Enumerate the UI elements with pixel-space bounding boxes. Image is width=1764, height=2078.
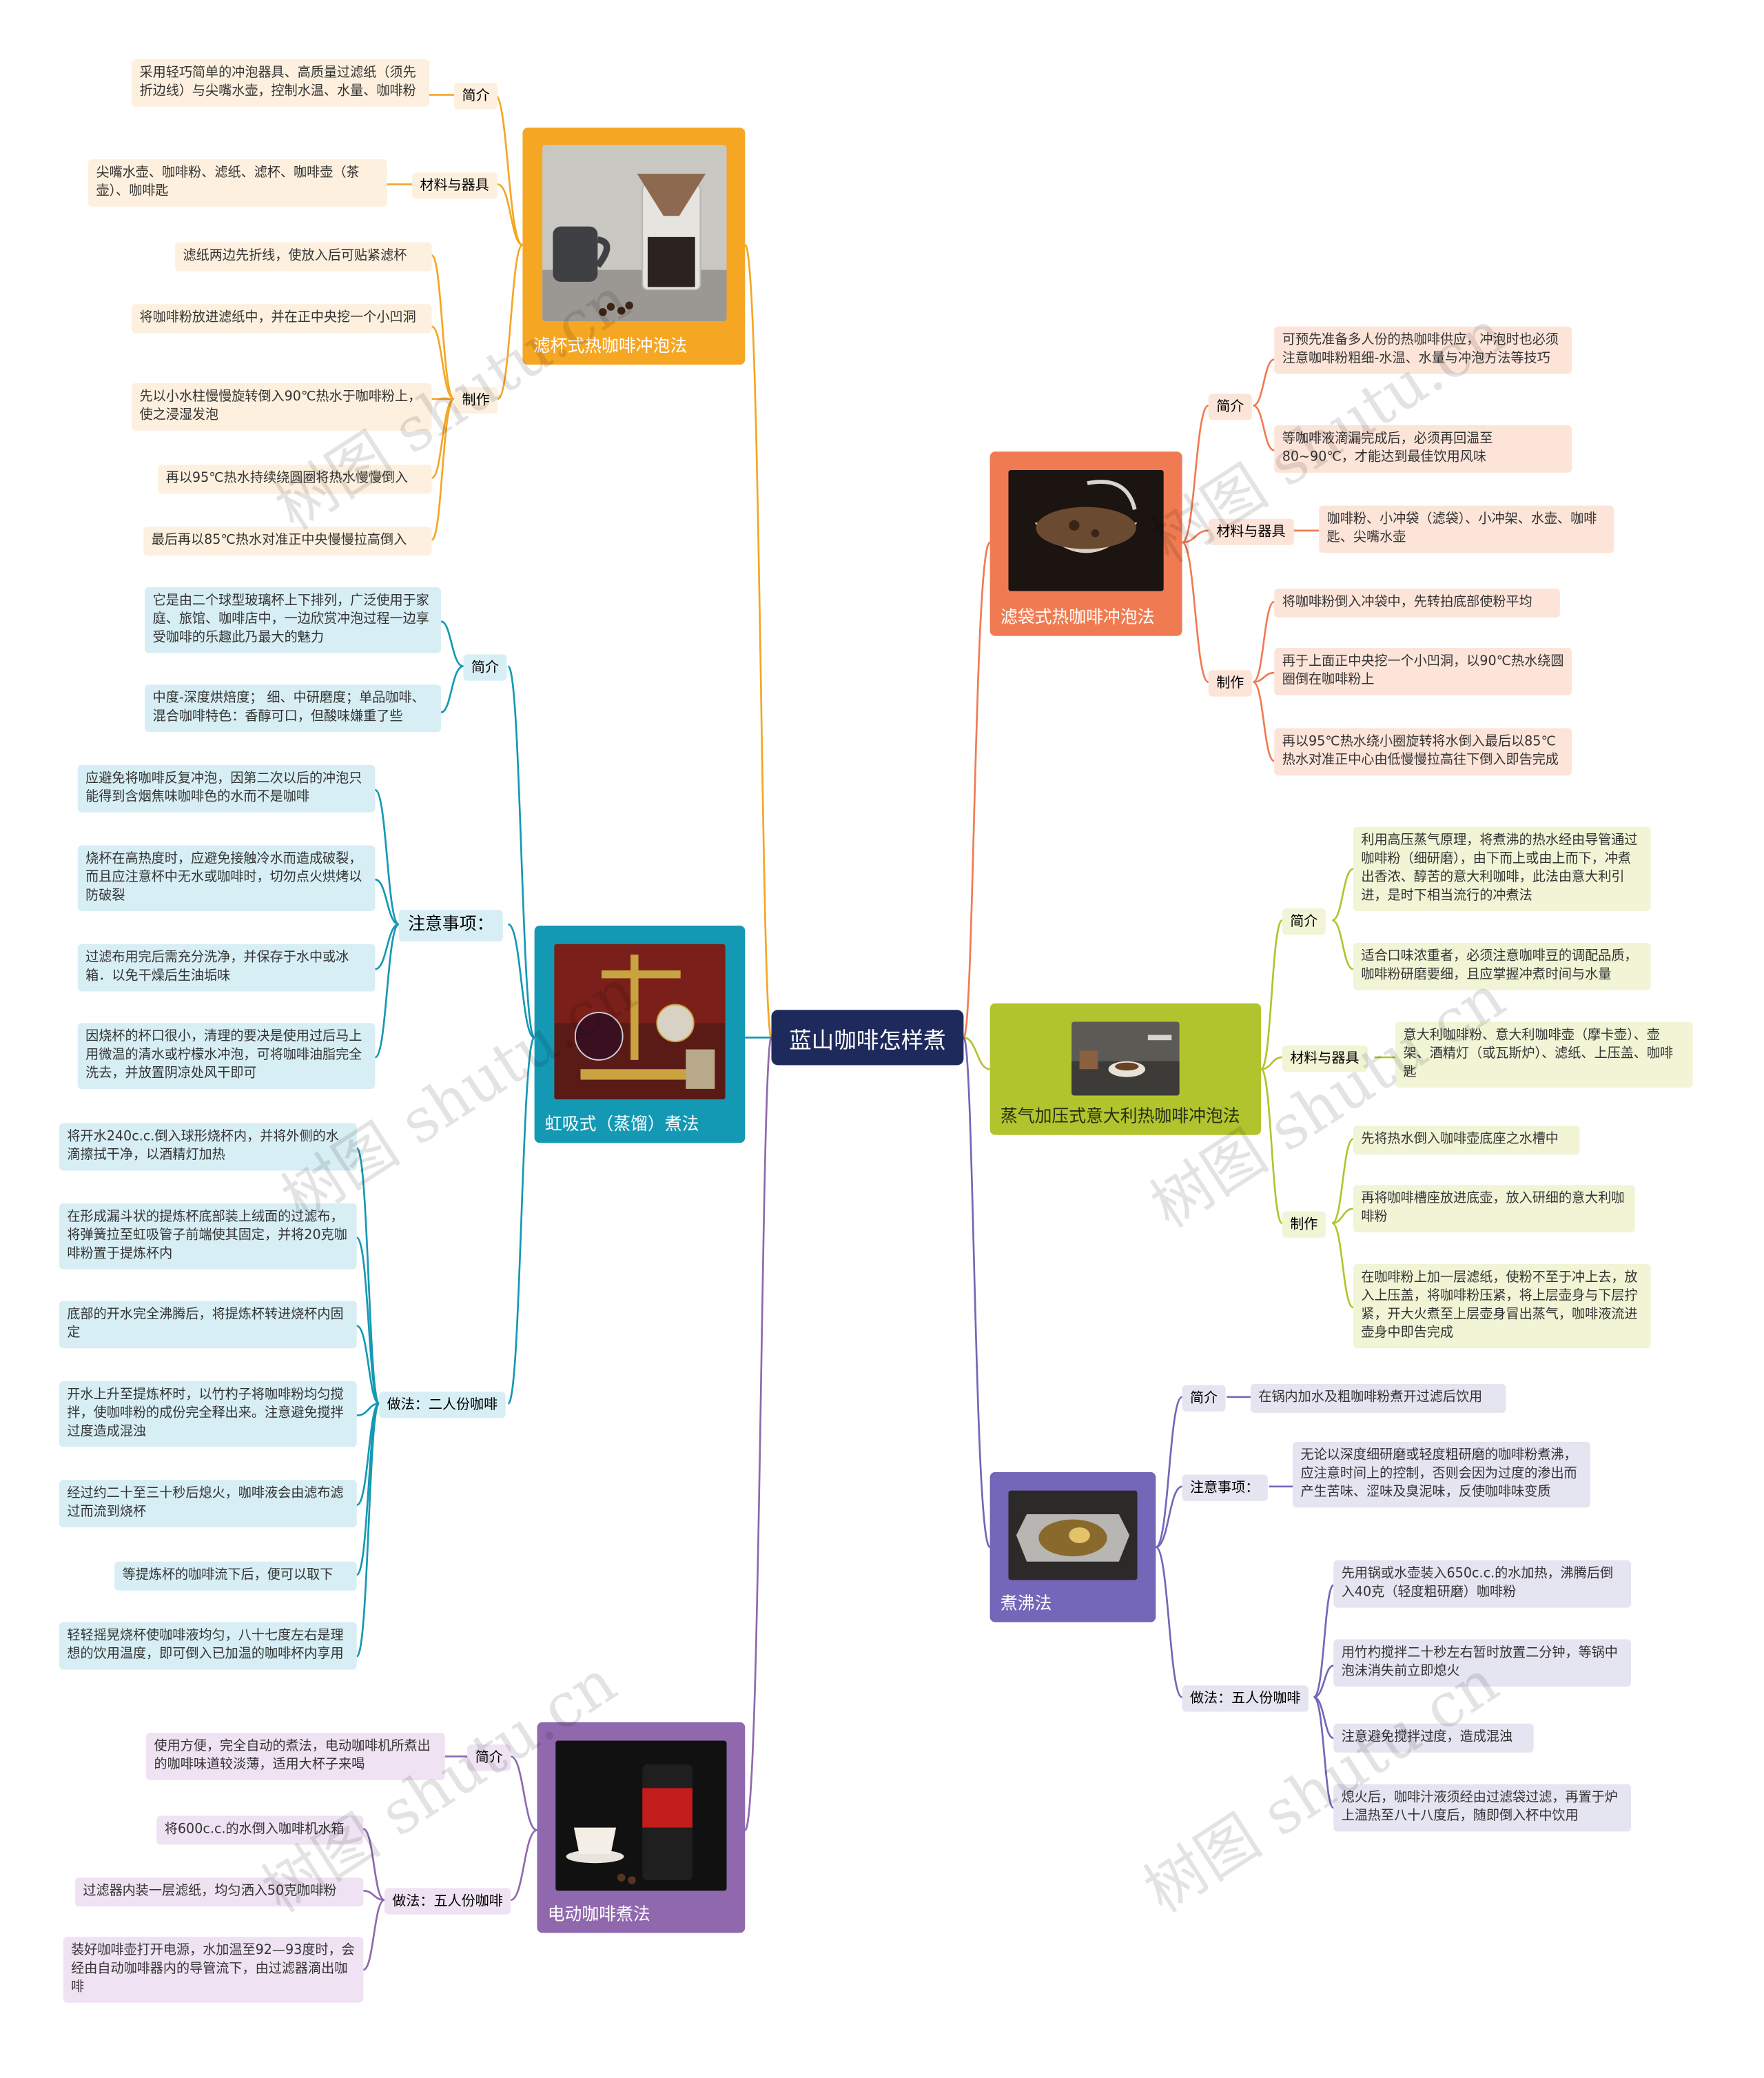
step-item: 先以小水柱慢慢旋转倒入90℃热水于咖啡粉上，使之浸湿发泡 bbox=[132, 383, 432, 431]
step-item: 将600c.c.的水倒入咖啡机水箱 bbox=[156, 1815, 364, 1845]
cat-steps[interactable]: 制作 bbox=[454, 387, 498, 414]
cat-notes[interactable]: 注意事项： bbox=[398, 910, 503, 941]
cat-intro[interactable]: 简介 bbox=[1208, 394, 1252, 420]
step-item: 先将热水倒入咖啡壶底座之水槽中 bbox=[1353, 1125, 1580, 1155]
branch-title: 滤袋式热咖啡冲泡法 bbox=[1000, 608, 1155, 629]
step-item: 轻轻摇晃烧杯使咖啡液均匀，八十七度左右是理想的饮用温度，即可倒入已加温的咖啡杯内… bbox=[59, 1622, 357, 1670]
intro-text: 它是由二个球型玻璃杯上下排列，广泛使用于家庭、旅馆、咖啡店中，一边欣赏冲泡过程一… bbox=[145, 587, 441, 653]
pour-over-coffee-photo bbox=[542, 145, 726, 322]
intro-text: 在锅内加水及粗咖啡粉煮开过滤后饮用 bbox=[1250, 1383, 1506, 1413]
intro-text: 利用高压蒸气原理，将煮沸的热水经由导管通过咖啡粉（细研磨），由下而上或由上而下，… bbox=[1353, 826, 1651, 911]
branch-espresso[interactable]: 蒸气加压式意大利热咖啡冲泡法 bbox=[989, 1003, 1262, 1135]
materials-text: 意大利咖啡粉、意大利咖啡壶（摩卡壶）、壶架、酒精灯（或瓦斯炉）、滤纸、上压盖、咖… bbox=[1395, 1021, 1693, 1088]
step-item: 再以95℃热水绕小圈旋转将水倒入最后以85℃热水对准正中心由低慢慢拉高往下倒入即… bbox=[1274, 728, 1572, 776]
note-item: 烧杯在高热度时，应避免接触冷水而造成破裂，而且应注意杯中无水或咖啡时，切勿点火烘… bbox=[77, 845, 376, 911]
branch-title: 滤杯式热咖啡冲泡法 bbox=[533, 337, 688, 357]
cat-steps[interactable]: 做法：五人份咖啡 bbox=[384, 1888, 511, 1915]
boiling-coffee-pot-photo bbox=[1008, 1490, 1138, 1580]
cat-steps[interactable]: 制作 bbox=[1282, 1211, 1326, 1238]
root-topic[interactable]: 蓝山咖啡怎样煮 bbox=[771, 1010, 964, 1066]
branch-title: 虹吸式（蒸馏）煮法 bbox=[544, 1115, 699, 1135]
step-item: 将开水240c.c.倒入球形烧杯内，并将外侧的水滴擦拭干净，以酒精灯加热 bbox=[59, 1123, 357, 1171]
cat-intro[interactable]: 简介 bbox=[463, 654, 507, 681]
note-item: 无论以深度细研磨或轻度粗研磨的咖啡粉煮沸，应注意时间上的控制，否则会因为过度的渗… bbox=[1293, 1441, 1590, 1508]
step-item: 注意避免搅拌过度，造成混浊 bbox=[1333, 1723, 1534, 1753]
step-item: 底部的开水完全沸腾后，将提炼杯转进烧杯内固定 bbox=[59, 1301, 357, 1349]
step-item: 熄火后，咖啡汁液须经由过滤袋过滤，再置于炉上温热至八十八度后，随即倒入杯中饮用 bbox=[1333, 1784, 1631, 1832]
note-item: 应避免将咖啡反复冲泡，因第二次以后的冲泡只能得到含烟焦味咖啡色的水而不是咖啡 bbox=[77, 764, 376, 813]
electric-coffee-grinder-photo bbox=[555, 1740, 727, 1891]
cat-steps[interactable]: 做法：二人份咖啡 bbox=[379, 1392, 506, 1418]
materials-text: 咖啡粉、小冲袋（滤袋）、小冲架、水壶、咖啡匙、尖嘴水壶 bbox=[1319, 505, 1614, 553]
espresso-coffee-photo bbox=[1071, 1021, 1180, 1096]
note-item: 过滤布用完后需充分洗净，并保存于水中或冰箱．以免干燥后生油垢味 bbox=[77, 944, 376, 992]
intro-text: 采用轻巧简单的冲泡器具、高质量过滤纸（须先折边线）与尖嘴水壶，控制水温、水量、咖… bbox=[132, 59, 429, 107]
step-item: 再于上面正中央挖一个小凹洞，以90℃热水绕圆圈倒在咖啡粉上 bbox=[1274, 647, 1572, 695]
intro-text: 中度-深度烘焙度； 细、中研磨度；单品咖啡、混合咖啡特色：香醇可口，但酸味嫌重了… bbox=[145, 684, 441, 733]
step-item: 在形成漏斗状的提炼杯底部装上绒面的过滤布，将弹簧拉至虹吸管子前端使其固定，并将2… bbox=[59, 1203, 357, 1270]
step-item: 用竹杓搅拌二十秒左右暂时放置二分钟，等锅中泡沫消失前立即熄火 bbox=[1333, 1639, 1631, 1687]
cat-intro[interactable]: 简介 bbox=[454, 83, 498, 110]
branch-siphon[interactable]: 虹吸式（蒸馏）煮法 bbox=[534, 926, 746, 1143]
branch-boiling[interactable]: 煮沸法 bbox=[989, 1471, 1156, 1622]
step-item: 经过约二十至三十秒后熄火，咖啡液会由滤布滤过而流到烧杯 bbox=[59, 1480, 357, 1528]
cat-intro[interactable]: 简介 bbox=[467, 1744, 511, 1771]
step-item: 再将咖啡槽座放进底壶，放入研细的意大利咖啡粉 bbox=[1353, 1185, 1635, 1233]
step-item: 滤纸两边先折线，使放入后可贴紧滤杯 bbox=[175, 242, 432, 272]
branch-title: 蒸气加压式意大利热咖啡冲泡法 bbox=[1000, 1107, 1240, 1128]
step-item: 再以95℃热水持续绕圆圈将热水慢慢倒入 bbox=[158, 465, 432, 494]
branch-electric[interactable]: 电动咖啡煮法 bbox=[537, 1722, 746, 1933]
cat-intro[interactable]: 简介 bbox=[1282, 908, 1326, 935]
cat-notes[interactable]: 注意事项： bbox=[1182, 1474, 1267, 1501]
branch-title: 煮沸法 bbox=[1000, 1594, 1052, 1615]
intro-text: 可预先准备多人份的热咖啡供应，冲泡时也必须注意咖啡粉粗细-水温、水量与冲泡方法等… bbox=[1274, 326, 1572, 374]
step-item: 装好咖啡壶打开电源，水加温至92—93度时，会经由自动咖啡器内的导管流下，由过滤… bbox=[63, 1937, 364, 2003]
cat-materials[interactable]: 材料与器具 bbox=[411, 172, 498, 199]
cat-materials[interactable]: 材料与器具 bbox=[1208, 518, 1293, 545]
branch-title: 电动咖啡煮法 bbox=[547, 1905, 650, 1926]
step-item: 等提炼杯的咖啡流下后，便可以取下 bbox=[114, 1561, 357, 1591]
branch-filter-bag[interactable]: 滤袋式热咖啡冲泡法 bbox=[989, 451, 1182, 636]
step-item: 将咖啡粉倒入冲袋中，先转拍底部使粉平均 bbox=[1274, 588, 1560, 618]
siphon-coffee-maker-photo bbox=[554, 944, 726, 1100]
filter-bag-coffee-photo bbox=[1008, 470, 1164, 591]
cat-intro[interactable]: 简介 bbox=[1182, 1385, 1226, 1412]
materials-text: 尖嘴水壶、咖啡粉、滤纸、滤杯、咖啡壶（茶壶）、咖啡匙 bbox=[88, 159, 387, 207]
step-item: 在咖啡粉上加一层滤纸，使粉不至于冲上去，放入上压盖，将咖啡粉压紧，将上层壶身与下… bbox=[1353, 1263, 1651, 1349]
step-item: 过滤器内装一层滤纸，均匀洒入50克咖啡粉 bbox=[74, 1877, 364, 1907]
step-item: 将咖啡粉放进滤纸中，并在正中央挖一个小凹洞 bbox=[132, 304, 432, 334]
intro-text: 等咖啡液滴漏完成后，必须再回温至80~90℃，才能达到最佳饮用风味 bbox=[1274, 425, 1572, 473]
intro-text: 适合口味浓重者，必须注意咖啡豆的调配品质，咖啡粉研磨要细，且应掌握冲煮时间与水量 bbox=[1353, 942, 1651, 990]
cat-steps[interactable]: 制作 bbox=[1208, 670, 1252, 697]
cat-steps[interactable]: 做法：五人份咖啡 bbox=[1182, 1685, 1309, 1712]
step-item: 先用锅或水壶装入650c.c.的水加热，沸腾后倒入40克（轻度粗研磨）咖啡粉 bbox=[1333, 1560, 1631, 1608]
intro-text: 使用方便，完全自动的煮法，电动咖啡机所煮出的咖啡味道较淡薄，适用大杯子来喝 bbox=[146, 1733, 445, 1780]
branch-filter-cup[interactable]: 滤杯式热咖啡冲泡法 bbox=[522, 128, 746, 365]
step-item: 开水上升至提炼杯时，以竹杓子将咖啡粉均匀搅拌，使咖啡粉的成份完全释出来。注意避免… bbox=[59, 1381, 357, 1447]
cat-materials[interactable]: 材料与器具 bbox=[1282, 1045, 1367, 1072]
note-item: 因烧杯的杯口很小，清理的要决是使用过后马上用微温的清水或柠檬水冲泡，可将咖啡油脂… bbox=[77, 1023, 376, 1089]
step-item: 最后再以85℃热水对准正中央慢慢拉高倒入 bbox=[143, 527, 432, 556]
